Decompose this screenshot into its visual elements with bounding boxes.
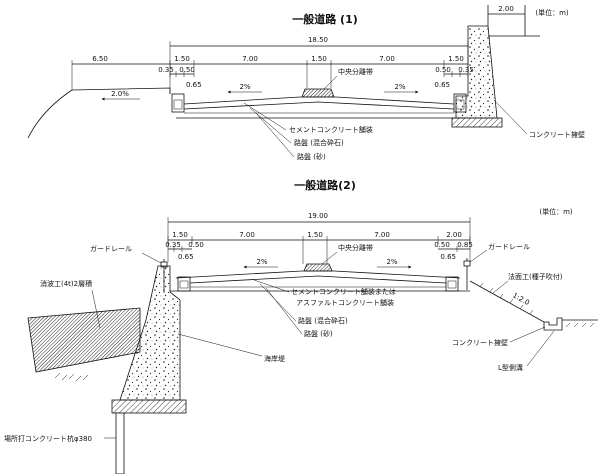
dim-total: 18.50 [308, 36, 328, 44]
dim-left-curb-b-2: 0.50 [188, 241, 204, 249]
label-base-sand: 路盤 (砂) [297, 152, 326, 161]
pavement-leaders-2 [253, 279, 303, 335]
dim-left-curb-a-2: 0.35 [165, 241, 181, 249]
dim-left-lane-2: 7.00 [239, 231, 255, 239]
dim-right-lane: 7.00 [379, 55, 395, 63]
dim-right-curb-b: 0.35 [458, 66, 474, 74]
leader-median-2 [321, 251, 338, 265]
dim-left-curb-b: 0.50 [179, 66, 195, 74]
label-median-2: 中央分離帯 [338, 243, 373, 252]
cast-in-place-pile [115, 412, 125, 474]
section-2-units: (単位：m) [539, 207, 573, 216]
seawall-footing [111, 399, 187, 414]
label-wave-blocks: 消波工(4t)2層積 [40, 279, 92, 288]
left-curb-inner [173, 99, 183, 110]
l-gutter [543, 317, 563, 331]
leader-median [323, 75, 338, 90]
leader-gutter [526, 330, 555, 367]
dim-total-2: 19.00 [308, 212, 328, 220]
median-block-2 [303, 263, 333, 272]
pavement-bottom [183, 101, 455, 110]
dim-right-curb-a: 0.50 [435, 66, 451, 74]
dim-right-lane-2: 7.00 [374, 231, 390, 239]
seawall [119, 265, 181, 401]
dim-left-lane: 7.00 [242, 55, 258, 63]
section-2-extension-lines [167, 226, 471, 264]
slope-right: 2% [394, 83, 405, 91]
label-gutter: L型側溝 [498, 363, 523, 372]
dim-wall-top: 2.00 [498, 5, 514, 13]
label-retaining-wall: コンクリート擁壁 [529, 130, 585, 139]
label-guardrail-right: ガードレール [488, 242, 530, 251]
label-base-gravel: 路盤 (混合砕石) [294, 138, 344, 147]
label-median: 中央分離帯 [338, 67, 373, 76]
dim-right-curb-b-2: 0.85 [457, 241, 473, 249]
pavement-surface-2 [175, 270, 461, 279]
section-2-dimension-lines [168, 221, 470, 250]
dim-left-shoulder: 1.50 [174, 55, 190, 63]
slope-ground: 2.0% [111, 90, 129, 98]
label-slope-protection: 法面工(種子吹付) [508, 272, 563, 281]
dim-right-shoulder-2: 2.00 [446, 231, 462, 239]
guardrail-rail-right [463, 260, 471, 267]
label-base-sand-2: 路盤 (砂) [304, 329, 333, 338]
slope-embankment-ratio: 1:2.0 [511, 291, 531, 307]
label-base-gravel-2: 路盤 (混合砕石) [298, 316, 348, 325]
leader-retaining-wall [493, 99, 528, 135]
label-seawall: 海岸堤 [264, 354, 285, 363]
pavement-leaders [243, 102, 295, 158]
dim-right-shoulder: 1.50 [448, 55, 464, 63]
label-retaining-wall-2: コンクリート擁壁 [452, 338, 508, 347]
slope-protection-marks [479, 282, 534, 315]
median-block [301, 88, 335, 98]
right-ground-hatch [565, 322, 595, 328]
slope-right-2: 2% [386, 258, 397, 266]
pavement-bottom-2 [189, 275, 447, 284]
dim-left-depth-2: 0.65 [178, 253, 194, 261]
slope-left: 2% [239, 83, 250, 91]
seabed-marks [54, 372, 89, 382]
left-curb-2-inner [179, 280, 189, 289]
label-guardrail-left: ガードレール [90, 244, 132, 253]
section-1-dimension-lines [72, 45, 468, 75]
leader-guardrail-right [469, 249, 488, 263]
retaining-wall-footing [451, 117, 503, 128]
dim-left-shoulder-2: 1.50 [172, 231, 188, 239]
dim-median: 1.50 [311, 55, 327, 63]
label-pile: 場所打コンクリート杭φ380 [4, 434, 92, 443]
dim-right-depth-2: 0.65 [440, 253, 456, 261]
left-curb [171, 93, 185, 113]
slope-left-2: 2% [256, 258, 267, 266]
dim-left-curb-a: 0.35 [158, 66, 174, 74]
section-1-title: 一般道路 (1) [292, 12, 358, 26]
dim-median-2: 1.50 [307, 231, 323, 239]
wave-dissipating-blocks [27, 307, 141, 373]
dim-left-slope: 6.50 [92, 55, 108, 63]
section-1: 一般道路 (1) (単位：m) 2.00 18.50 6.50 1.50 7.0… [27, 5, 585, 161]
label-pavement-line-1: セメントコンクリート舗装または [291, 287, 396, 296]
embankment-slope [469, 280, 545, 323]
left-ground-line [27, 87, 171, 139]
leader-guardrail-left [141, 252, 162, 264]
section-1-units: (単位：m) [535, 8, 569, 17]
leader-seawall [177, 333, 263, 357]
section-2-title: 一般道路(2) [294, 178, 356, 192]
pavement-surface [183, 96, 455, 105]
wall-top-dimension-lines [487, 5, 540, 37]
right-curb-2-inner [447, 280, 457, 289]
section-1-extension-lines [71, 50, 469, 94]
leader-wave-blocks [91, 289, 101, 329]
dim-right-depth: 0.65 [434, 81, 450, 89]
dim-left-depth: 0.65 [186, 81, 202, 89]
section-2: 一般道路(2) (単位：m) 19.00 1.50 7.00 1.50 7.00… [4, 178, 598, 474]
leader-retaining-wall-2 [509, 326, 546, 343]
label-pavement: セメントコンクリート舗装 [289, 125, 373, 134]
label-pavement-line-2: アスファルトコンクリート舗装 [296, 298, 394, 307]
dim-right-curb-a-2: 0.50 [434, 241, 450, 249]
leader-slope-protection [492, 280, 509, 294]
